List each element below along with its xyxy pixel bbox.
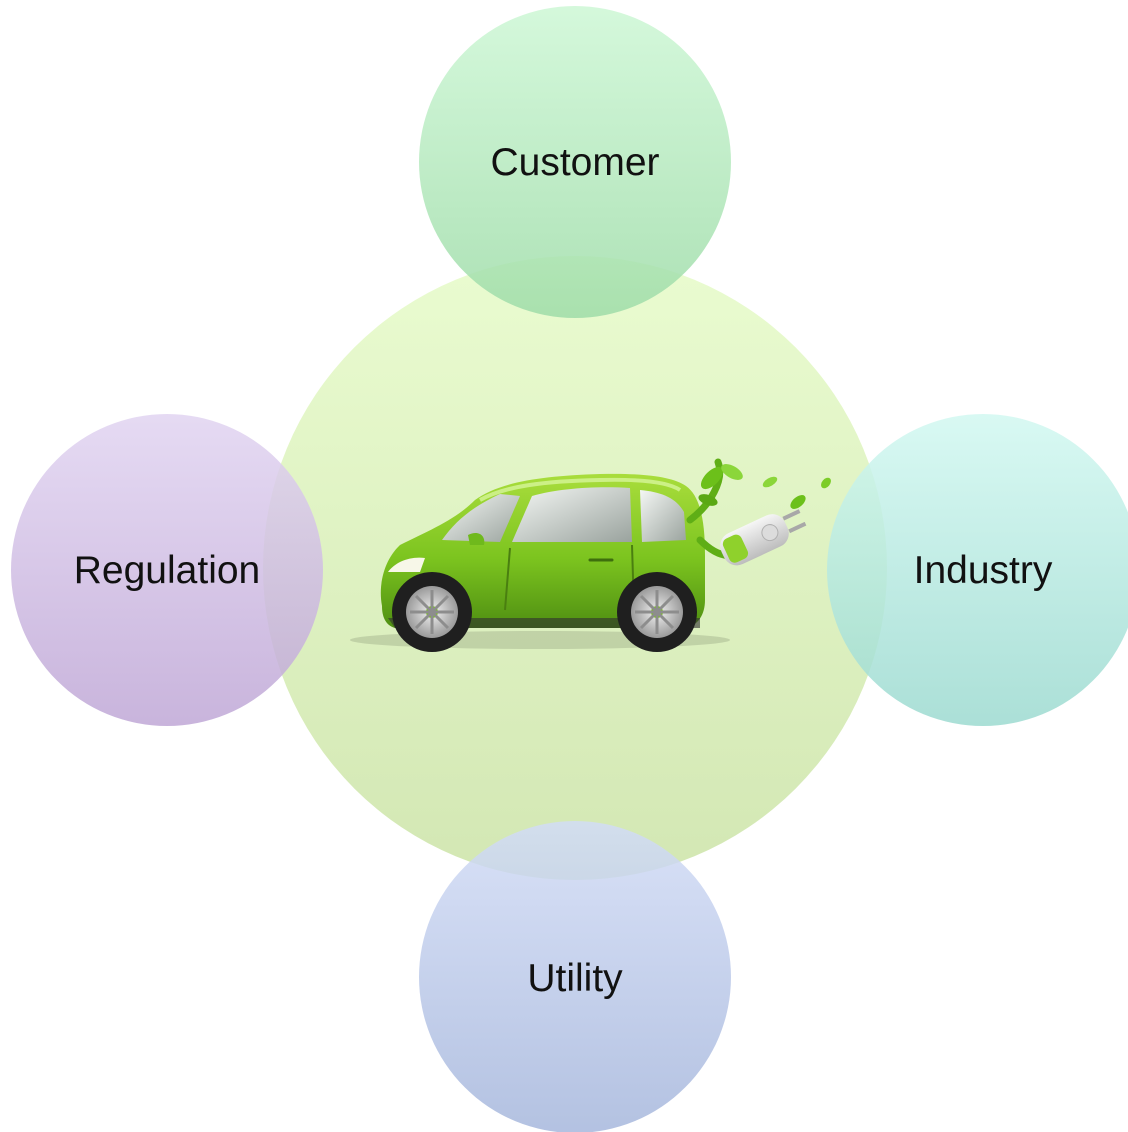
regulation-label: Regulation — [74, 549, 260, 592]
industry-circle — [827, 414, 1128, 726]
customer-circle — [419, 6, 731, 318]
utility-circle — [419, 821, 731, 1132]
industry-label: Industry — [914, 549, 1053, 592]
utility-label: Utility — [527, 957, 623, 1000]
electric-car-icon — [350, 458, 831, 652]
utility-node: Utility — [419, 821, 731, 1132]
customer-node: Customer — [419, 6, 731, 318]
industry-node: Industry — [827, 414, 1128, 726]
customer-label: Customer — [490, 141, 659, 184]
regulation-node: Regulation — [11, 414, 323, 726]
regulation-circle — [11, 414, 323, 726]
